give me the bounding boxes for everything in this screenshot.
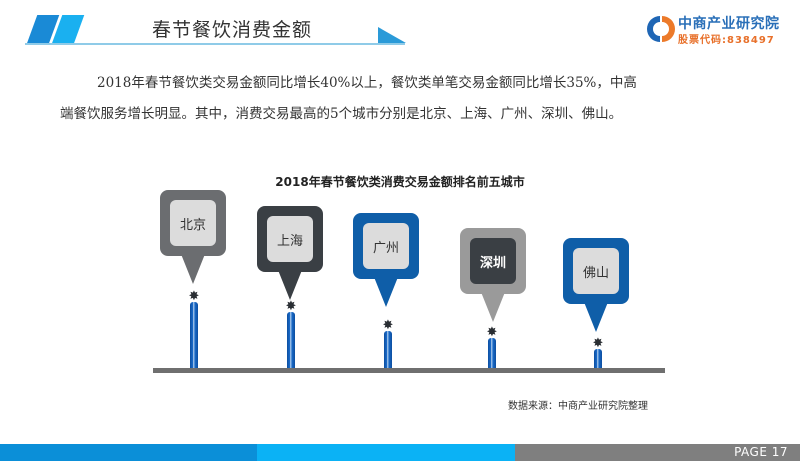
pin-tail bbox=[584, 302, 608, 332]
pin-label: 佛山 bbox=[573, 248, 619, 294]
pin-label: 上海 bbox=[267, 216, 313, 262]
bar-foshan bbox=[594, 349, 602, 368]
pin-label: 深圳 bbox=[470, 238, 516, 284]
bar-guangzhou bbox=[384, 331, 392, 368]
header-triangle-icon bbox=[378, 27, 406, 43]
page-number: PAGE 17 bbox=[734, 445, 788, 459]
star-burst-icon: ✸ bbox=[285, 299, 297, 314]
footer-bar-segment bbox=[0, 444, 257, 461]
footer-bar-segment bbox=[257, 444, 515, 461]
pin-tail bbox=[181, 254, 205, 284]
chart-title: 2018年春节餐饮类消费交易金额排名前五城市 bbox=[275, 175, 525, 189]
pin-label: 北京 bbox=[170, 200, 216, 246]
chart-baseline bbox=[153, 368, 665, 373]
header-underline bbox=[25, 43, 405, 45]
bar-shanghai bbox=[287, 312, 295, 368]
pin-label: 广州 bbox=[363, 223, 409, 269]
footer-bar-segment bbox=[515, 444, 800, 461]
page-title: 春节餐饮消费金额 bbox=[152, 19, 313, 41]
star-burst-icon: ✸ bbox=[188, 289, 200, 304]
data-source: 数据来源：中商产业研究院整理 bbox=[508, 401, 648, 412]
paragraph-line: 2018年春节餐饮类交易金额同比增长40%以上，餐饮类单笔交易金额同比增长35%… bbox=[97, 75, 637, 91]
stock-code: 股票代码:838497 bbox=[678, 35, 775, 46]
star-burst-icon: ✸ bbox=[486, 325, 498, 340]
bar-shenzhen bbox=[488, 338, 496, 368]
pin-tail bbox=[374, 277, 398, 307]
company-name: 中商产业研究院 bbox=[678, 16, 780, 32]
bar-beijing bbox=[190, 302, 198, 368]
summary-paragraph: 2018年春节餐饮类交易金额同比增长40%以上，餐饮类单笔交易金额同比增长35%… bbox=[60, 68, 730, 130]
star-burst-icon: ✸ bbox=[592, 336, 604, 351]
pin-tail bbox=[278, 270, 302, 300]
pin-tail bbox=[481, 292, 505, 322]
chnci-logo-icon bbox=[647, 16, 675, 42]
paragraph-line: 端餐饮服务增长明显。其中，消费交易最高的5个城市分别是北京、上海、广州、深圳、佛… bbox=[60, 106, 623, 122]
star-burst-icon: ✸ bbox=[382, 318, 394, 333]
